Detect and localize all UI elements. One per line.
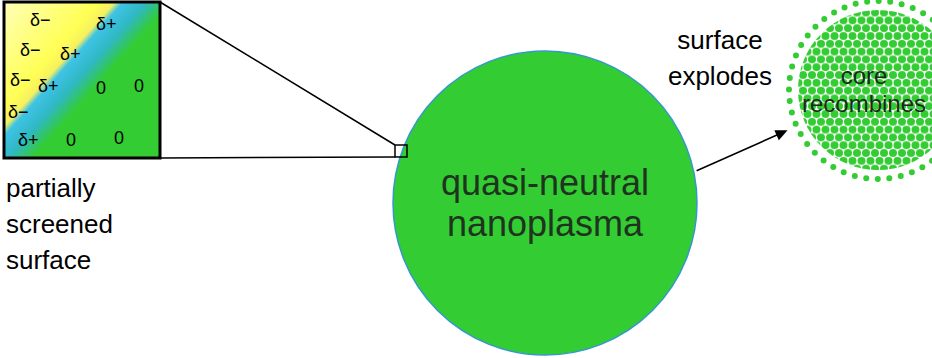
charge-label: 0 [114, 128, 124, 149]
charge-label-holder: 0 [66, 130, 76, 151]
charge-label-holder: δ+ [96, 14, 117, 35]
explosion-arrow [697, 130, 788, 171]
charge-label: δ− [30, 10, 51, 31]
edge-label: surface explodes [662, 22, 778, 94]
charge-label: δ+ [38, 76, 59, 97]
plasma-disc [393, 51, 697, 355]
node-text: core recombines [794, 62, 932, 117]
node-text: quasi-neutral nanoplasma [425, 162, 665, 245]
charge-label-holder: 0 [114, 128, 124, 149]
charge-label-holder: 0 [96, 78, 106, 99]
charge-label-holder: δ− [30, 10, 51, 31]
charge-label-holder: 0 [134, 76, 144, 97]
surface-label: partially screened surface [6, 170, 156, 278]
charge-label: 0 [96, 78, 106, 99]
nanoplasma-circle: quasi-neutral nanoplasma [392, 50, 698, 356]
core-circle: core recombines [785, 0, 932, 183]
charge-label-holder: δ− [8, 102, 29, 123]
arrow-head [774, 130, 787, 140]
charge-label: 0 [66, 130, 76, 151]
zoom-square [395, 145, 407, 157]
charge-label-holder: δ+ [18, 130, 39, 151]
charge-label: δ− [10, 70, 31, 91]
surface-label-holder: partially screened surface [6, 170, 156, 278]
edge-label-holder: surface explodes [662, 22, 778, 94]
charge-label: δ+ [96, 14, 117, 35]
zoom-line [160, 2, 395, 145]
charge-label: δ− [20, 40, 41, 61]
charge-label: δ+ [18, 130, 39, 151]
surface-inset [4, 2, 160, 158]
zoom-line [160, 157, 395, 158]
charge-label-holder: δ+ [38, 76, 59, 97]
charge-label: 0 [134, 76, 144, 97]
charge-label-holder: δ− [10, 70, 31, 91]
ejected-ion-ring [789, 1, 932, 179]
charge-label: δ− [8, 102, 29, 123]
charge-label: δ+ [60, 44, 81, 65]
charge-label-holder: δ− [20, 40, 41, 61]
arrow-shaft [697, 135, 778, 171]
charge-label-holder: δ+ [60, 44, 81, 65]
